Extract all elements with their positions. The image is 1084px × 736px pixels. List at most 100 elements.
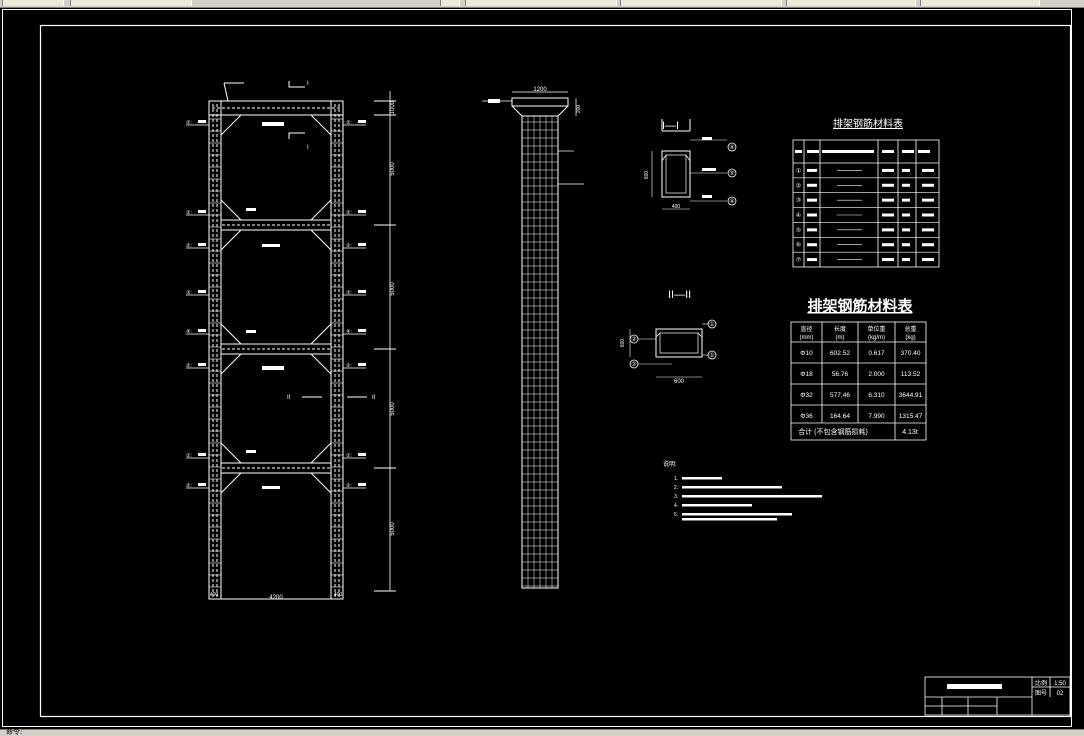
dim-span-3: 5000 (390, 402, 396, 416)
left-rebar-mark (198, 363, 206, 366)
section-1-title: I—I (662, 120, 679, 132)
section-2-outline (655, 328, 703, 358)
right-rebar-label: ②: (346, 120, 352, 126)
right-rebar-mark (358, 120, 366, 123)
small-table-cell-mark (882, 213, 894, 217)
toolbar-button[interactable] (2, 0, 64, 6)
plotstyle-dropdown[interactable] (920, 0, 1040, 6)
small-table-cell-mark (902, 183, 910, 187)
small-table-cell-mark (922, 183, 934, 187)
small-table-cell-mark (882, 243, 894, 247)
section-1 (651, 119, 737, 210)
drawing-title-text-block (947, 684, 1002, 689)
dim-bottom-left: 400 (210, 592, 219, 598)
drawing-canvas[interactable]: 1000 5000 5000 5000 5000 400 4200 400 I … (2, 9, 1082, 728)
small-table-cell-mark (882, 228, 894, 232)
section-2-callout-4: ② (631, 361, 636, 368)
small-table-row-index: ② (796, 182, 801, 189)
big-table-cell: Φ32 (800, 392, 813, 399)
toolbar-button[interactable] (440, 0, 460, 6)
right-rebar-mark (358, 290, 366, 293)
frame-outline (208, 100, 344, 600)
small-table-cell-mark (807, 258, 817, 262)
small-table-header-mark (822, 150, 874, 153)
big-table-cell: 2.000 (868, 371, 885, 378)
cross-beam-2 (220, 343, 332, 355)
side-dim-top: 1200 (533, 87, 547, 93)
notes-lines: 1.2.3.4.5. (674, 476, 822, 521)
big-table-cell: 577.46 (830, 392, 850, 399)
note-number: 5. (674, 512, 678, 518)
big-table-title: 排架钢筋材料表 (807, 297, 913, 315)
big-rebar-table (790, 321, 927, 441)
big-table-header: (m) (836, 335, 845, 341)
note-number: 3. (674, 494, 678, 500)
note-text-block (682, 477, 722, 480)
small-table-title: 排架钢筋材料表 (833, 117, 903, 130)
layer-dropdown[interactable] (465, 0, 617, 6)
cross-beam-3 (220, 462, 332, 474)
section-2-callout-2: ① (709, 352, 714, 359)
big-table-header: 直径 (800, 325, 812, 333)
small-table-row-index: ④ (796, 212, 801, 219)
left-rebar-label: ④: (186, 329, 192, 335)
big-table-cell: 7.990 (868, 413, 885, 420)
left-rebar-mark (198, 483, 206, 486)
note-text-block (682, 495, 822, 498)
section-1-texts: I—I 600 400 ④ ⑤ ④ (644, 120, 735, 210)
right-rebar-mark (358, 453, 366, 456)
section-1-callout-3: ④ (729, 198, 734, 205)
scale-label: 比例 (1035, 679, 1047, 687)
small-table-row-index: ⑦ (796, 257, 801, 264)
small-table-cell-mark (902, 213, 910, 217)
section-2-callout-1: ① (709, 321, 714, 328)
section-mark-i-top: I (307, 81, 309, 87)
note-number: 1. (674, 476, 678, 482)
toolbar-button[interactable] (70, 0, 192, 6)
small-table-cell-mark (902, 228, 910, 232)
small-table-cell-mark (902, 198, 910, 202)
small-table-cell-mark (922, 168, 934, 172)
small-table-cell-mark (882, 168, 894, 172)
left-rebar-mark (198, 329, 206, 332)
left-rebar-mark (198, 453, 206, 456)
sheet-label: 图号 (1035, 690, 1047, 697)
section-1-callout-2: ⑤ (729, 170, 734, 177)
top-cap-beam (208, 100, 344, 116)
small-table-header-mark (882, 150, 894, 153)
section-1-callout-1: ④ (729, 144, 734, 151)
beam-label-block (246, 208, 256, 211)
right-rebar-label: ②: (346, 210, 352, 216)
dim-bottom-right: 400 (334, 592, 343, 598)
section-2-dim-w: 600 (674, 379, 685, 385)
small-table-cell-mark (882, 183, 894, 187)
left-rebar-label: ②: (186, 210, 192, 216)
small-rebar-table (792, 139, 940, 268)
big-table-total-label: 合计 (不包含钢筋损耗) (798, 427, 868, 436)
left-rebar-label: ②: (186, 453, 192, 459)
linetype-dropdown[interactable] (620, 0, 782, 6)
command-line[interactable]: 命令: (0, 729, 1084, 736)
left-rebar-mark (198, 243, 206, 246)
big-table-cell: 1315.47 (899, 413, 923, 420)
lineweight-dropdown[interactable] (786, 0, 916, 6)
right-rebar-labels: ②: ②: ②: ③: ④: ②: ②: ②: (346, 120, 366, 489)
small-table-row-index: ① (796, 167, 801, 174)
big-table-header: (kg/m) (868, 335, 885, 341)
right-rebar-label: ②: (346, 243, 352, 249)
small-table-cell-mark (807, 198, 817, 202)
cad-toolbar (0, 0, 1084, 8)
big-table-header: 长度 (834, 325, 846, 333)
right-rebar-label: ②: (346, 483, 352, 489)
section-1-dim-h: 600 (644, 171, 650, 180)
right-rebar-mark (358, 243, 366, 246)
section-2 (629, 319, 717, 378)
side-label-block (488, 99, 500, 103)
big-table-cell: 602.52 (830, 350, 850, 357)
right-rebar-mark (358, 210, 366, 213)
sheet-border (2, 9, 1072, 727)
dim-span-1: 5000 (390, 162, 396, 176)
side-cap (511, 97, 569, 107)
small-table-row-index: ⑥ (796, 242, 801, 249)
big-table-header: 单位重 (867, 325, 885, 333)
